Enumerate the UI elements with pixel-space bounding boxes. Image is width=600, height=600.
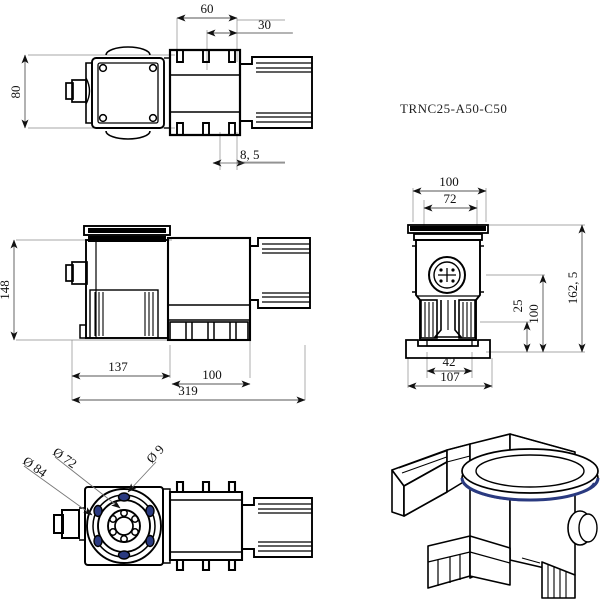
front-view: 100 72 162, 5 100 25 42 10 xyxy=(405,174,586,390)
dimension-107: 107 xyxy=(407,369,493,390)
dimension-80: 80 xyxy=(8,54,29,129)
dimension-42-label: 42 xyxy=(443,354,456,369)
dimension-60-label: 60 xyxy=(201,1,214,16)
iso-foot-plate xyxy=(427,535,511,589)
side-view: 148 137 100 319 xyxy=(0,225,311,404)
dimension-319: 319 xyxy=(71,383,306,404)
dimension-25-label: 25 xyxy=(510,300,525,313)
dimension-100-front-height-label: 100 xyxy=(526,304,541,324)
bottom-view-mounting-holes xyxy=(93,492,155,560)
dimension-162-5: 162, 5 xyxy=(565,224,586,353)
dimension-8-5: 8, 5 xyxy=(212,147,285,167)
dimension-72-label: 72 xyxy=(444,191,457,206)
part-number-label: TRNC25-A50-C50 xyxy=(400,101,507,116)
top-view-connector-plug xyxy=(65,77,91,105)
bottom-view-leader-lines xyxy=(23,456,157,516)
dimension-80-label: 80 xyxy=(8,86,23,99)
dimension-100-side: 100 xyxy=(171,367,251,388)
iso-lower-ribs xyxy=(541,561,576,599)
bottom-view: Ø 84 Ø 72 Ø 9 xyxy=(20,442,313,572)
front-view-housing xyxy=(412,239,484,341)
dimension-25: 25 xyxy=(510,300,531,353)
dimension-30: 30 xyxy=(206,17,293,37)
dimension-107-label: 107 xyxy=(440,369,460,384)
dimension-60: 60 xyxy=(176,1,238,22)
dimension-137: 137 xyxy=(71,359,171,380)
bottom-view-inner-bolts xyxy=(109,509,139,543)
dimension-100-front-width: 100 xyxy=(412,174,487,195)
front-view-legs xyxy=(420,299,476,339)
side-view-actuator-body xyxy=(79,225,171,339)
top-view-cover-bolts xyxy=(98,63,158,123)
dimension-319-label: 319 xyxy=(178,383,198,398)
dimension-162-5-label: 162, 5 xyxy=(565,272,580,305)
iso-top-flange xyxy=(460,448,600,502)
dimension-100-front-width-label: 100 xyxy=(439,174,459,189)
top-view-valve-body xyxy=(164,48,242,137)
side-view-tail-rail xyxy=(250,237,311,309)
dimension-100-side-label: 100 xyxy=(202,367,222,382)
dimension-72: 72 xyxy=(423,191,478,212)
dimension-137-label: 137 xyxy=(108,359,128,374)
side-view-valve-body xyxy=(166,236,252,342)
dimension-42: 42 xyxy=(426,354,473,375)
dimension-8-5-label: 8, 5 xyxy=(240,147,260,162)
front-view-base-plate xyxy=(405,339,491,359)
bottom-view-tail-rail xyxy=(242,497,313,558)
iso-view xyxy=(391,433,600,599)
dimension-30-label: 30 xyxy=(258,17,271,32)
top-view-slots xyxy=(176,50,236,135)
front-view-indicator xyxy=(428,256,466,294)
top-view-tail-rail xyxy=(240,56,313,129)
bottom-view-valve-body xyxy=(162,480,244,572)
top-view: 80 60 30 8, 5 xyxy=(8,1,313,170)
iso-side-plug xyxy=(567,510,598,546)
side-view-connector-plug xyxy=(65,261,88,285)
dimension-100-front-height: 100 xyxy=(526,274,547,353)
dimension-148: 148 xyxy=(0,239,18,341)
dimension-148-label: 148 xyxy=(0,280,12,300)
